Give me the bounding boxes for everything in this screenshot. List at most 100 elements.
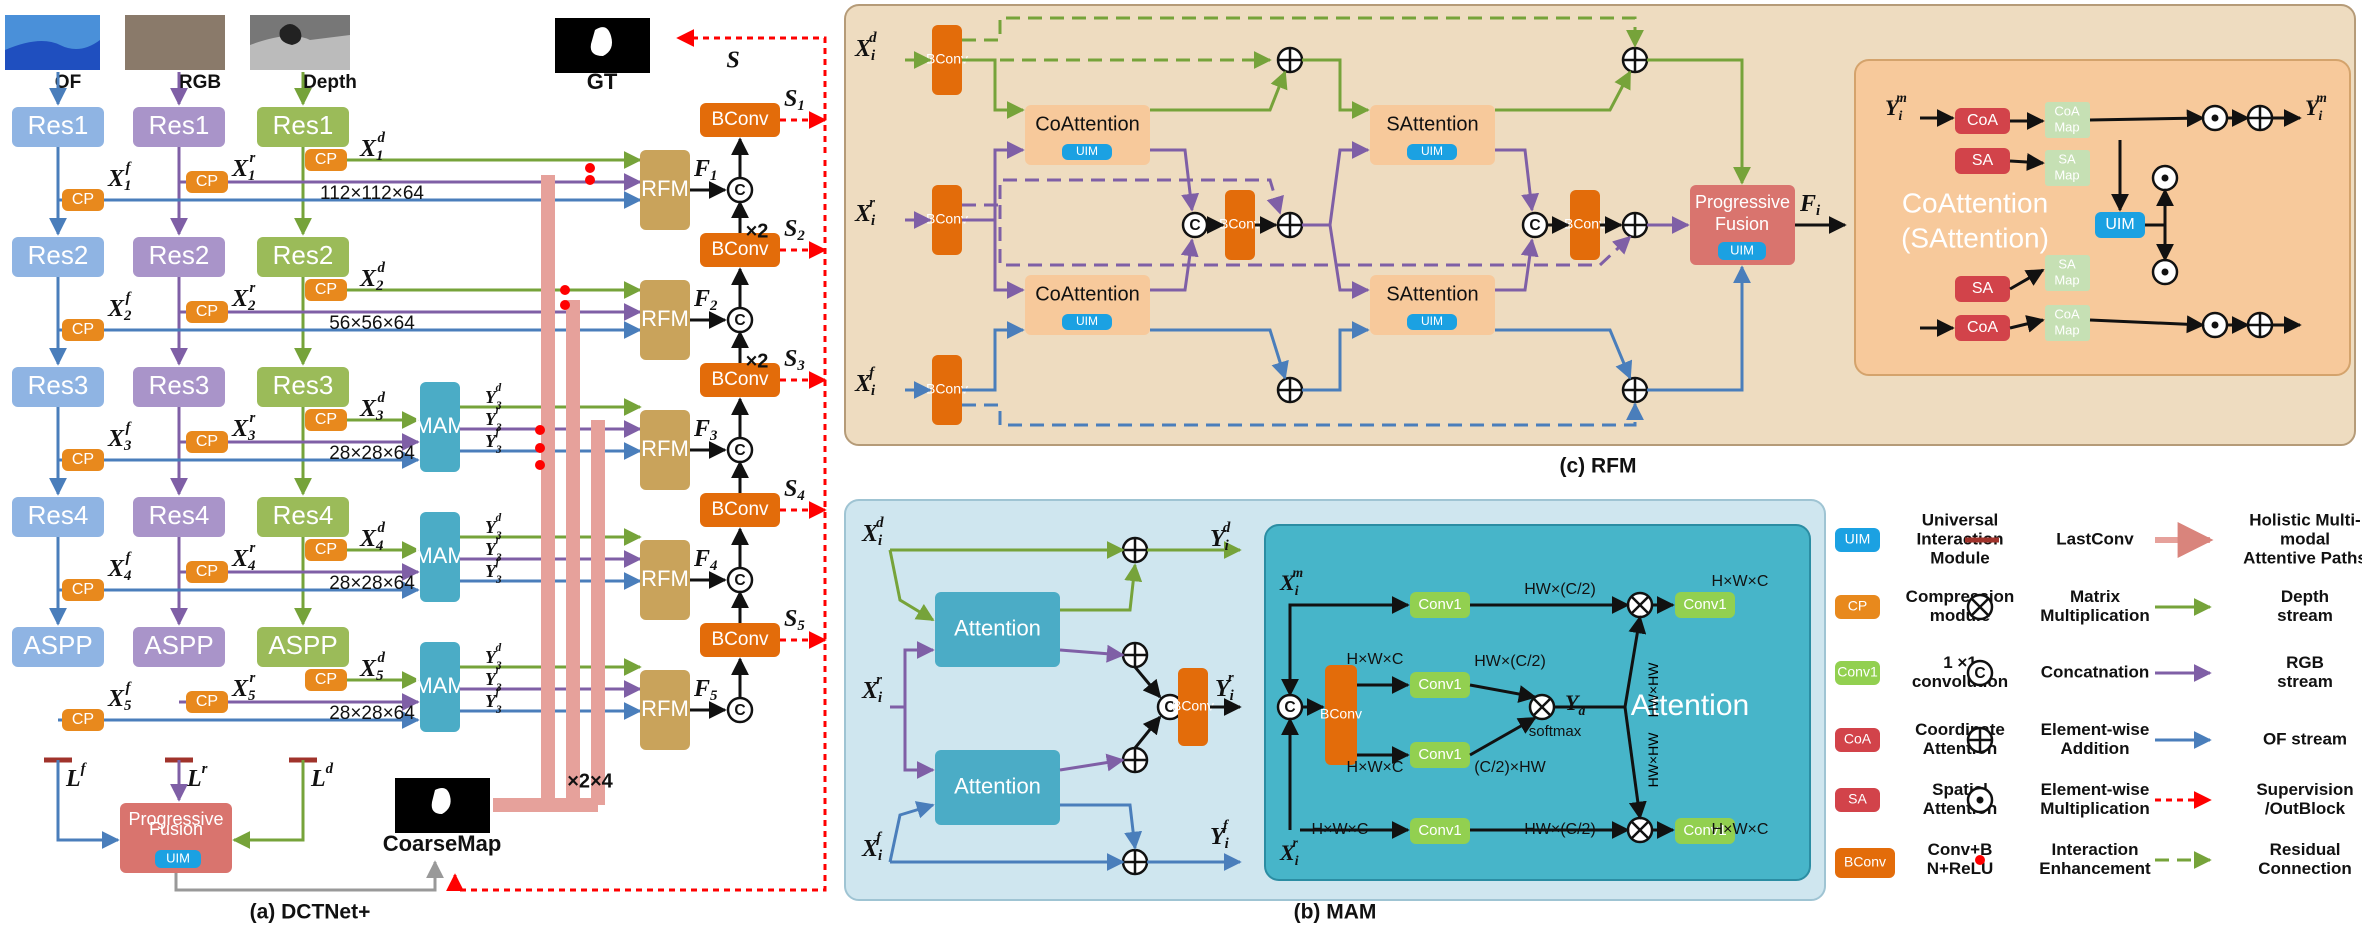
label-x-d-5-sup: d bbox=[377, 650, 385, 666]
attention-map-label-b-2: Map bbox=[2054, 272, 2079, 287]
backbone-res_rgb-4 bbox=[133, 497, 225, 537]
label-b-xr2-sup: r bbox=[1292, 835, 1298, 850]
mam-block-5 bbox=[420, 642, 460, 732]
backbone-res_depth-5-label: ASPP bbox=[268, 630, 337, 660]
legend-swatch-0-label: UIM bbox=[1845, 531, 1871, 547]
c-co2-to-concat bbox=[1150, 238, 1199, 292]
c-co-to-addf bbox=[1150, 328, 1289, 380]
bconv-c-in-2-label: BConv bbox=[926, 381, 968, 397]
legend-swatch-3-label: CP bbox=[1848, 598, 1867, 614]
label-f-1: F1 bbox=[693, 156, 717, 185]
b-f-to-att bbox=[888, 801, 935, 863]
backbone-res_rgb-3-label: Res3 bbox=[149, 370, 210, 400]
bconv-a-5 bbox=[700, 623, 780, 657]
label-y-r-5-sup: r bbox=[496, 664, 501, 676]
dim-label-4: 28×28×64 bbox=[329, 573, 415, 594]
c-residual-r1 bbox=[962, 178, 1284, 215]
bconv-b-inner-label: BConv bbox=[1320, 706, 1362, 722]
cp-of-2 bbox=[62, 319, 104, 341]
backbone-res_depth-3-label: Res3 bbox=[273, 370, 334, 400]
label-x-d-1: X1d bbox=[359, 130, 385, 164]
matmul-1-b bbox=[1630, 595, 1650, 615]
label-b-yf: Yif bbox=[1210, 818, 1230, 852]
label-s-2-base: S bbox=[784, 216, 797, 242]
label-x-d-1-sub: 1 bbox=[376, 148, 383, 164]
label-x-r-5-sup: r bbox=[249, 670, 255, 686]
cp-of-4-label: CP bbox=[72, 581, 94, 598]
label-x-r-4: X4r bbox=[231, 540, 255, 574]
c-add-to-sa1 bbox=[1302, 141, 1370, 227]
b-att-to-addf bbox=[1060, 803, 1143, 850]
bconv-c-mid1 bbox=[1225, 190, 1255, 260]
bconv-c-in-2 bbox=[932, 355, 962, 425]
attention-map-label-a-0: CoA bbox=[2054, 103, 2080, 118]
label-y-f-5-base: Y bbox=[485, 691, 498, 711]
bconv-c-in-0 bbox=[932, 25, 962, 95]
label-l-1: Lr bbox=[186, 761, 208, 791]
mul-c-4-dot bbox=[2211, 321, 2219, 329]
label-x-d-3-sub: 3 bbox=[375, 408, 384, 424]
legend-text-3-0: Compression bbox=[1906, 587, 2015, 606]
legend-text-2-1: modal bbox=[2280, 529, 2330, 548]
legend-concat-swatch bbox=[1966, 659, 1994, 687]
label-x-r-4-sub: 4 bbox=[247, 558, 255, 574]
label-x-r-2-base: X bbox=[231, 286, 249, 312]
label-f-4-base: F bbox=[693, 546, 710, 572]
label-y-r-4-sup: r bbox=[496, 534, 501, 546]
concat-a-2-label: C bbox=[734, 312, 745, 329]
legend-text-14-1: /OutBlock bbox=[2265, 799, 2346, 818]
label-s-1-base: S bbox=[784, 86, 797, 112]
backbone-res_rgb-4-label: Res4 bbox=[149, 500, 210, 530]
c-zd-to-pf bbox=[1647, 58, 1751, 185]
label-x-r-4-base: X bbox=[231, 546, 249, 572]
label-y-d-3-sup: d bbox=[496, 382, 502, 394]
depth-thumbnail-object bbox=[279, 24, 302, 45]
label-b-yf-base: Y bbox=[1210, 824, 1227, 850]
dim-b-10: HW×HW bbox=[1645, 662, 1661, 718]
label-f-2-base: F bbox=[693, 286, 710, 312]
legend-text-13-1: Multiplication bbox=[2040, 799, 2150, 818]
b-add-concat2 bbox=[1133, 715, 1162, 749]
label-x-r-1-sup: r bbox=[249, 150, 255, 166]
cp-depth-3-label: CP bbox=[315, 411, 337, 428]
legend-text-2-2: Attentive Paths bbox=[2243, 548, 2362, 567]
attention-map-label-a-3: CoA bbox=[2054, 306, 2080, 321]
label-b-yr: Yir bbox=[1215, 670, 1235, 704]
cp-rgb-5-label: CP bbox=[196, 693, 218, 710]
label-b-xm-sub: i bbox=[1295, 583, 1299, 598]
input-label-depth: Depth bbox=[303, 72, 357, 93]
label-x-f-4-sup: f bbox=[125, 550, 132, 566]
label-y-r-3-base: Y bbox=[485, 409, 498, 429]
label-y-f-4-base: Y bbox=[485, 561, 498, 581]
legend-text-7-0: Concatnation bbox=[2041, 662, 2150, 681]
gt-label: GT bbox=[587, 69, 618, 94]
concat-a-5-label: C bbox=[734, 702, 745, 719]
dim-label-2: 56×56×64 bbox=[329, 313, 415, 334]
legend-text-6-1: convolution bbox=[1912, 672, 2008, 691]
label-x-r-2-sup: r bbox=[249, 280, 255, 296]
interaction-dot-0 bbox=[585, 163, 595, 173]
label-c-xf-sub: i bbox=[871, 383, 876, 399]
backbone-res_of-4-label: Res4 bbox=[28, 500, 89, 530]
mam-block-4 bbox=[420, 512, 460, 602]
label-y-d-4-base: Y bbox=[485, 517, 498, 537]
label-x-d-3: X3d bbox=[359, 390, 385, 424]
attention-block-bottom-label: Attention bbox=[954, 773, 1041, 798]
label-s-2-sub: 2 bbox=[796, 228, 805, 244]
label-l-1-sup: r bbox=[202, 761, 208, 777]
dim-b-8: HW×(C/2) bbox=[1474, 653, 1546, 670]
c-sa-map bbox=[2009, 153, 2045, 172]
b-conv-matmul2b bbox=[1469, 716, 1537, 757]
uim-c-co2 bbox=[1062, 314, 1112, 330]
supervision-top bbox=[676, 29, 827, 153]
cp-rgb-4-label: CP bbox=[196, 563, 218, 580]
coa-top-label: CoA bbox=[1967, 112, 1998, 129]
bconv-a-1-label: BConv bbox=[711, 109, 769, 130]
sa-top-label: SA bbox=[1972, 152, 1994, 169]
label-f-2-sub: 2 bbox=[709, 298, 718, 314]
backbone-res_rgb-5 bbox=[133, 627, 225, 667]
uim-c-co1-label: UIM bbox=[1076, 144, 1098, 158]
cp-depth-2 bbox=[305, 279, 347, 301]
label-f-5-sub: 5 bbox=[710, 688, 718, 704]
label-c-xd: Xid bbox=[854, 30, 877, 64]
